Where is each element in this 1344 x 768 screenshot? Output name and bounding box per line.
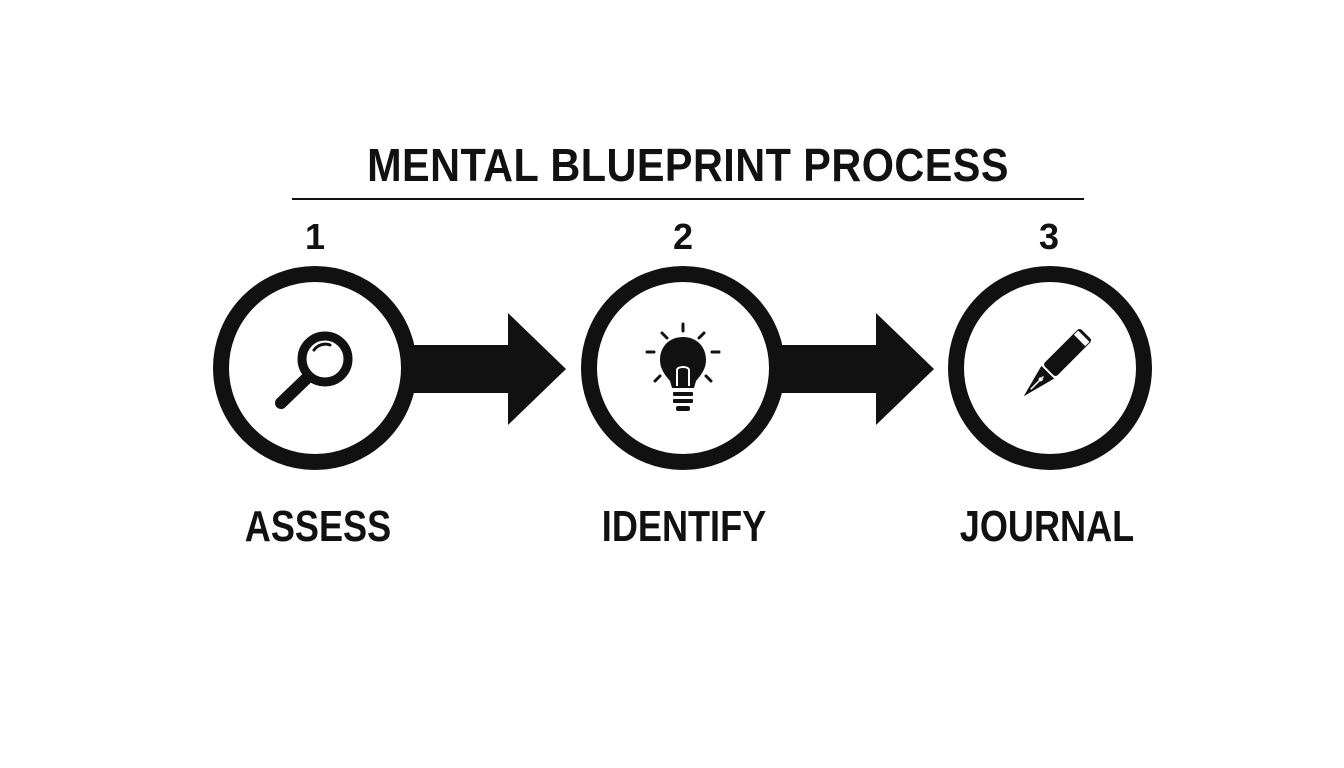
step-circle-1 bbox=[213, 266, 417, 470]
step-number-3: 3 bbox=[1038, 216, 1060, 257]
magnifying-glass-icon bbox=[275, 331, 353, 409]
diagram-title: MENTAL BLUEPRINT PROCESS bbox=[367, 139, 1009, 191]
step-label-1: ASSESS bbox=[244, 502, 392, 551]
step-label-2: IDENTIFY bbox=[601, 502, 767, 551]
step-label-3: JOURNAL bbox=[959, 502, 1135, 551]
title-underline bbox=[292, 198, 1084, 200]
step-number-1: 1 bbox=[304, 216, 326, 257]
fountain-pen-icon bbox=[1023, 328, 1092, 397]
lightbulb-icon bbox=[645, 322, 721, 411]
arrow-1-to-2 bbox=[405, 313, 566, 425]
step-number-2: 2 bbox=[672, 216, 694, 257]
arrow-2-to-3 bbox=[775, 313, 934, 425]
